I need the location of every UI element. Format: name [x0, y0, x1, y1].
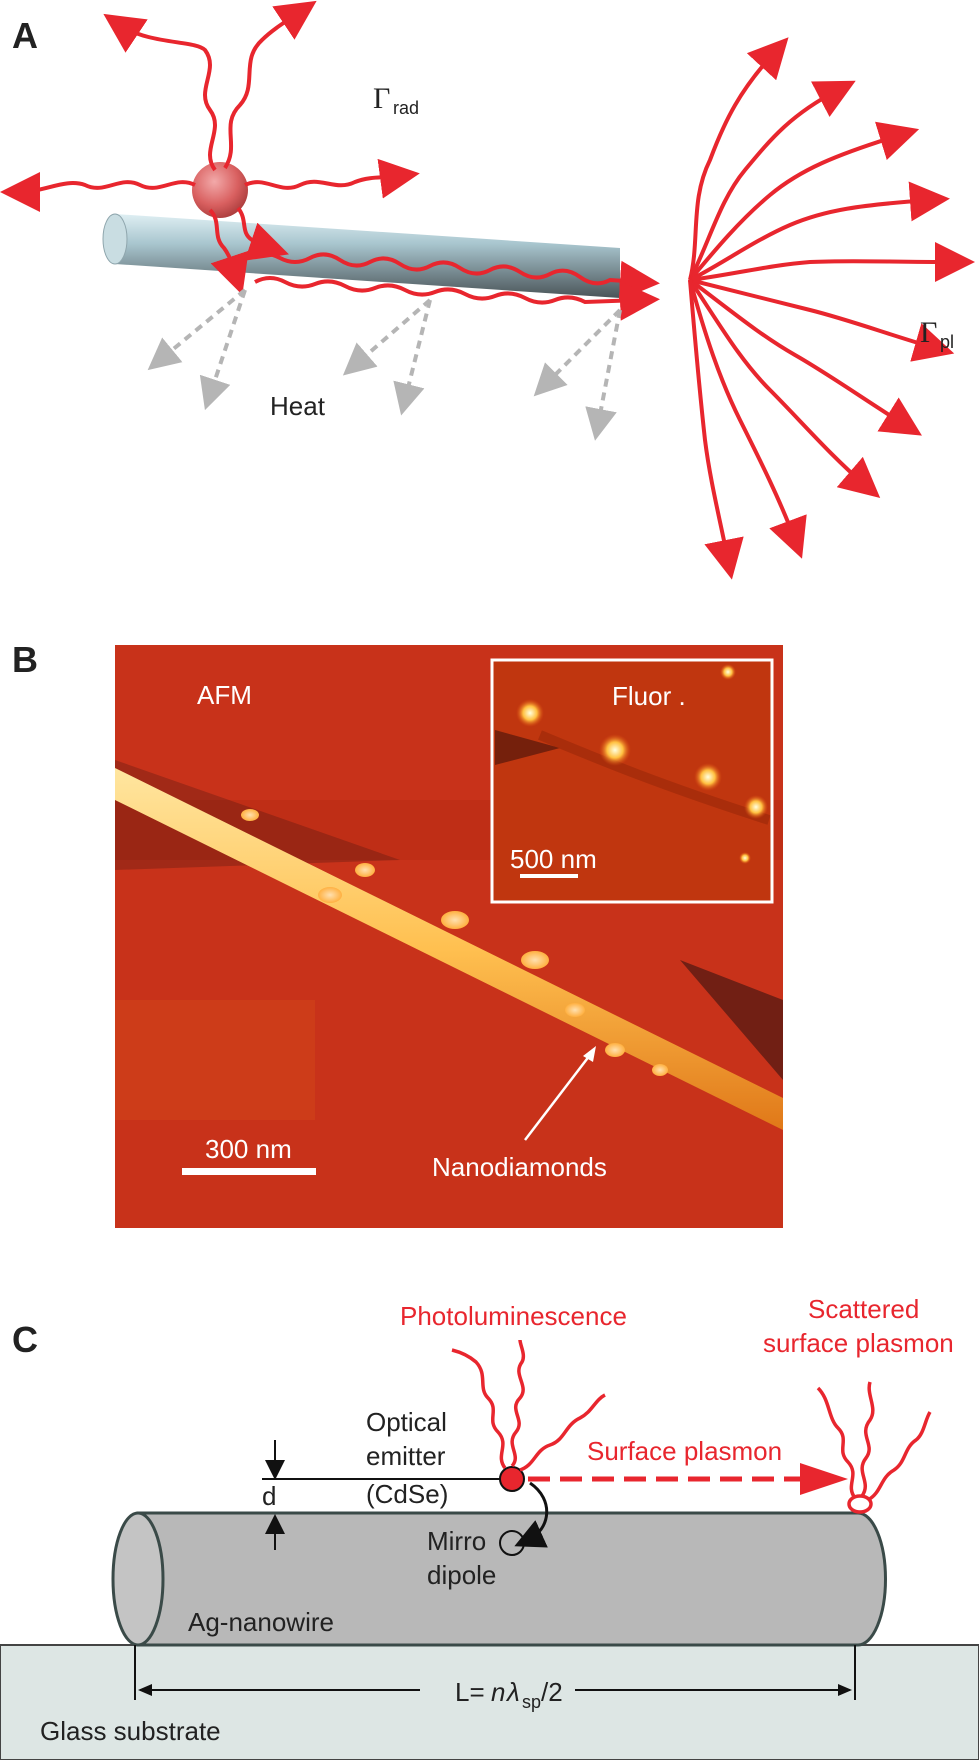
photoluminescence-label: Photoluminescence [400, 1301, 627, 1331]
radiative-emission-arrows [0, 0, 420, 295]
scattered-label-line1: Scattered [808, 1294, 919, 1324]
svg-text:pl: pl [940, 332, 954, 352]
scattered-plasmon-waves [816, 1381, 932, 1514]
nanowire-a [102, 213, 620, 298]
panel-b: B AFM [12, 639, 783, 1228]
fluor-inset: Fluor . 500 nm [490, 658, 774, 904]
length-marker [134, 1645, 856, 1700]
svg-text:L=: L= [455, 1677, 485, 1707]
emitter-sphere [192, 162, 248, 218]
panel-a: A [0, 0, 975, 580]
mirror-dipole-line1: Mirro [427, 1526, 486, 1556]
glass-substrate [0, 1644, 979, 1760]
afm-label: AFM [197, 680, 252, 710]
heat-label: Heat [270, 391, 326, 421]
nanodiamond-pointer [524, 1054, 591, 1141]
svg-text:Γ: Γ [373, 82, 390, 115]
scattered-emission-arrows [688, 37, 975, 580]
optical-emitter-line1: Optical [366, 1407, 447, 1437]
fluor-label: Fluor . [612, 681, 686, 711]
emitter-dipole [499, 1466, 525, 1492]
inset-scale-bar [520, 874, 578, 878]
main-scale-label: 300 nm [205, 1134, 292, 1164]
heat-arrows [147, 288, 622, 441]
photoluminescence-waves [451, 1339, 606, 1472]
svg-text:rad: rad [393, 98, 419, 118]
svg-text:sp: sp [522, 1692, 541, 1712]
svg-text:λ: λ [505, 1677, 520, 1707]
ag-nanowire [111, 1511, 887, 1647]
mirror-dipole-line2: dipole [427, 1560, 496, 1590]
panel-a-label: A [12, 15, 38, 56]
panel-c-label: C [12, 1319, 38, 1360]
panel-c: C d [0, 1294, 979, 1760]
length-label: L= n λ sp /2 [455, 1677, 563, 1712]
surface-plasmon-label: Surface plasmon [587, 1436, 782, 1466]
main-scale-bar [182, 1168, 316, 1175]
panel-b-label: B [12, 639, 38, 680]
svg-text:Γ: Γ [920, 316, 937, 349]
distance-marker: d [262, 1440, 505, 1550]
optical-emitter-line3: (CdSe) [366, 1479, 448, 1509]
gamma-rad-label: Γ rad [373, 82, 419, 118]
svg-text:/2: /2 [541, 1677, 563, 1707]
glass-substrate-label: Glass substrate [40, 1716, 221, 1746]
nanodiamond-spots [241, 809, 668, 1076]
ag-nanowire-label: Ag-nanowire [188, 1607, 334, 1637]
mirror-arrow [514, 1481, 549, 1548]
gamma-pl-label: Γ pl [920, 316, 954, 352]
scattered-label-line2: surface plasmon [763, 1328, 954, 1358]
inset-scale-label: 500 nm [510, 844, 597, 874]
nanodiamonds-label: Nanodiamonds [432, 1152, 607, 1182]
optical-emitter-line2: emitter [366, 1441, 446, 1471]
d-label: d [262, 1481, 276, 1511]
svg-text:n: n [491, 1677, 505, 1707]
afm-nanowire [115, 768, 783, 1130]
guided-plasmon-arrows [249, 252, 660, 321]
